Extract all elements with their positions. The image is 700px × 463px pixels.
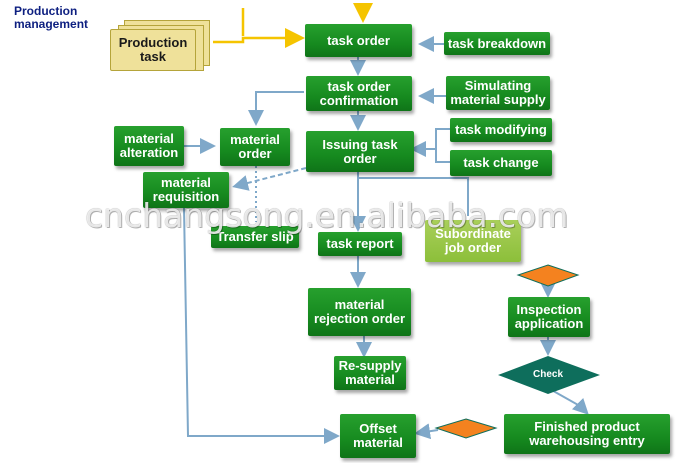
arrow-confirmation-to-material-order <box>248 91 304 126</box>
task-change-node: task change <box>450 150 552 176</box>
decision-diamond-top <box>516 264 580 287</box>
material-order-node: material order <box>220 128 290 166</box>
material-alteration-node: material alteration <box>114 126 184 166</box>
task-report-node: task report <box>318 232 402 256</box>
decision-diamond-bottom <box>434 418 498 439</box>
issuing-task-order-node: Issuing task order <box>306 131 414 172</box>
task-order-confirmation-node: task order confirmation <box>306 76 412 111</box>
transfer-slip-node: Transfer slip <box>211 226 299 248</box>
re-supply-material-node: Re-supply material <box>334 356 406 390</box>
check-diamond <box>498 356 600 394</box>
arrow-modifying-to-issuing <box>410 128 450 157</box>
finished-product-warehousing-entry-node: Finished product warehousing entry <box>504 414 670 454</box>
arrow-issuing-to-subordinate <box>358 177 469 216</box>
arrow-check-to-finished <box>547 387 589 415</box>
arrow-issuing-to-requisition <box>232 167 307 191</box>
arrow-change-to-issuing <box>435 149 450 163</box>
material-requisition-node: material requisition <box>143 172 229 208</box>
watermark: cnchangsong.en.alibaba.com <box>85 196 569 235</box>
material-rejection-order-node: material rejection order <box>308 288 411 336</box>
production-task-node: Production task <box>110 29 196 71</box>
task-modifying-node: task modifying <box>450 118 552 142</box>
inspection-application-node: Inspection application <box>508 297 590 337</box>
task-breakdown-node: task breakdown <box>444 32 550 55</box>
arrow-finished-to-offset <box>414 423 439 440</box>
task-order-node: task order <box>305 24 412 57</box>
check-label: Check <box>532 369 563 380</box>
arrow-production-to-task-order <box>213 28 305 48</box>
arrow-requisition-to-offset <box>183 207 340 444</box>
diagram-title: Production management <box>14 4 89 31</box>
subordinate-job-order-node: Subordinate job order <box>425 220 521 262</box>
offset-material-node: Offset material <box>340 414 416 458</box>
simulating-material-supply-node: Simulating material supply <box>446 76 550 110</box>
